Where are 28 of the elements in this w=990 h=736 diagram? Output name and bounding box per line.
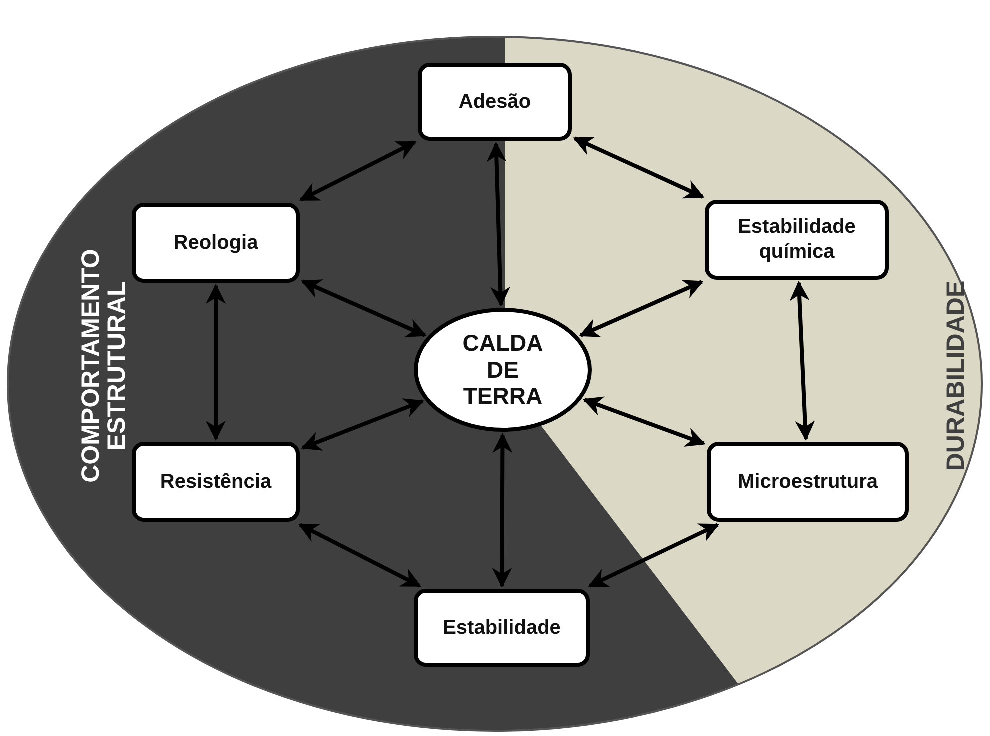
central-ellipse — [414, 308, 592, 432]
double-arrow — [298, 523, 422, 588]
node-label: CALDA DE TERRA — [462, 330, 544, 410]
double-arrow — [790, 281, 816, 441]
double-arrow — [206, 284, 226, 441]
double-arrow — [301, 280, 427, 338]
node-label: Estabilidade química — [737, 215, 857, 265]
double-arrow — [299, 140, 417, 202]
double-arrow — [582, 396, 706, 447]
node-label: Resistência — [160, 470, 272, 494]
topic-box — [414, 589, 590, 667]
topic-box — [418, 63, 572, 141]
region-label: COMPORTAMENTO ESTRUTURAL — [78, 248, 130, 485]
topic-box — [707, 442, 909, 522]
node-label: Reologia — [174, 230, 258, 256]
topic-box — [132, 203, 300, 283]
double-arrow — [301, 398, 424, 451]
region-label: DURABILIDADE — [942, 280, 970, 472]
node-label: Microestrutura — [738, 470, 878, 494]
node-label: Adesão — [458, 90, 532, 114]
double-arrow — [573, 136, 705, 199]
node-label: Estabilidade — [443, 616, 561, 640]
topic-box — [132, 442, 300, 522]
double-arrow — [588, 523, 720, 588]
double-arrow — [486, 142, 511, 308]
double-arrow — [579, 280, 704, 338]
topic-box — [705, 200, 889, 280]
double-arrow — [492, 433, 513, 588]
